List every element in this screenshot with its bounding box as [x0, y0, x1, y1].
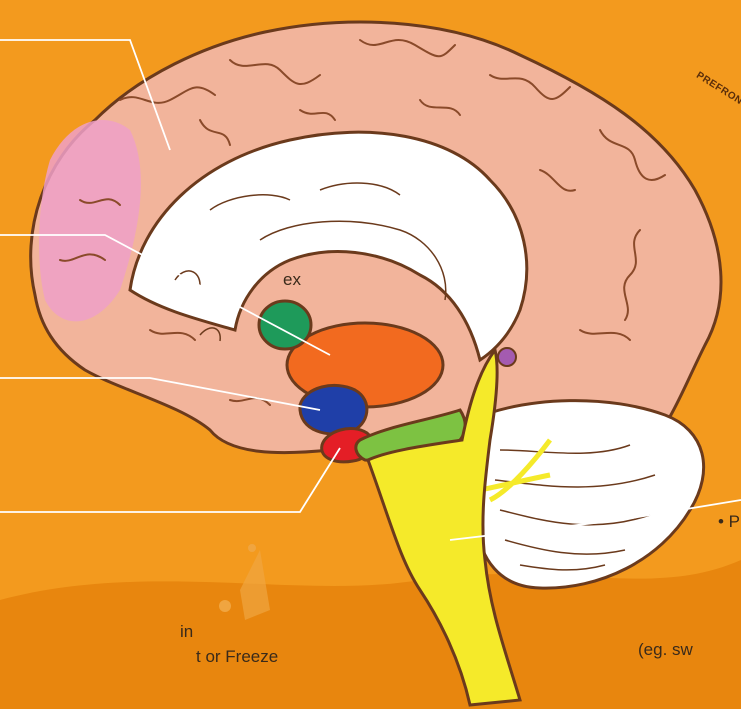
amygdala	[300, 385, 367, 434]
label-fight-or-freeze-partial: t or Freeze	[196, 647, 278, 667]
label-bullet-partial: • P	[718, 512, 740, 532]
label-cortex-partial: ex	[283, 270, 301, 290]
hypothalamus	[259, 301, 311, 349]
background-dot	[219, 600, 231, 612]
pineal-gland	[498, 348, 516, 366]
background-dot	[248, 544, 256, 552]
label-example-partial: (eg. sw	[638, 640, 693, 660]
label-brain-partial: in	[180, 622, 193, 642]
